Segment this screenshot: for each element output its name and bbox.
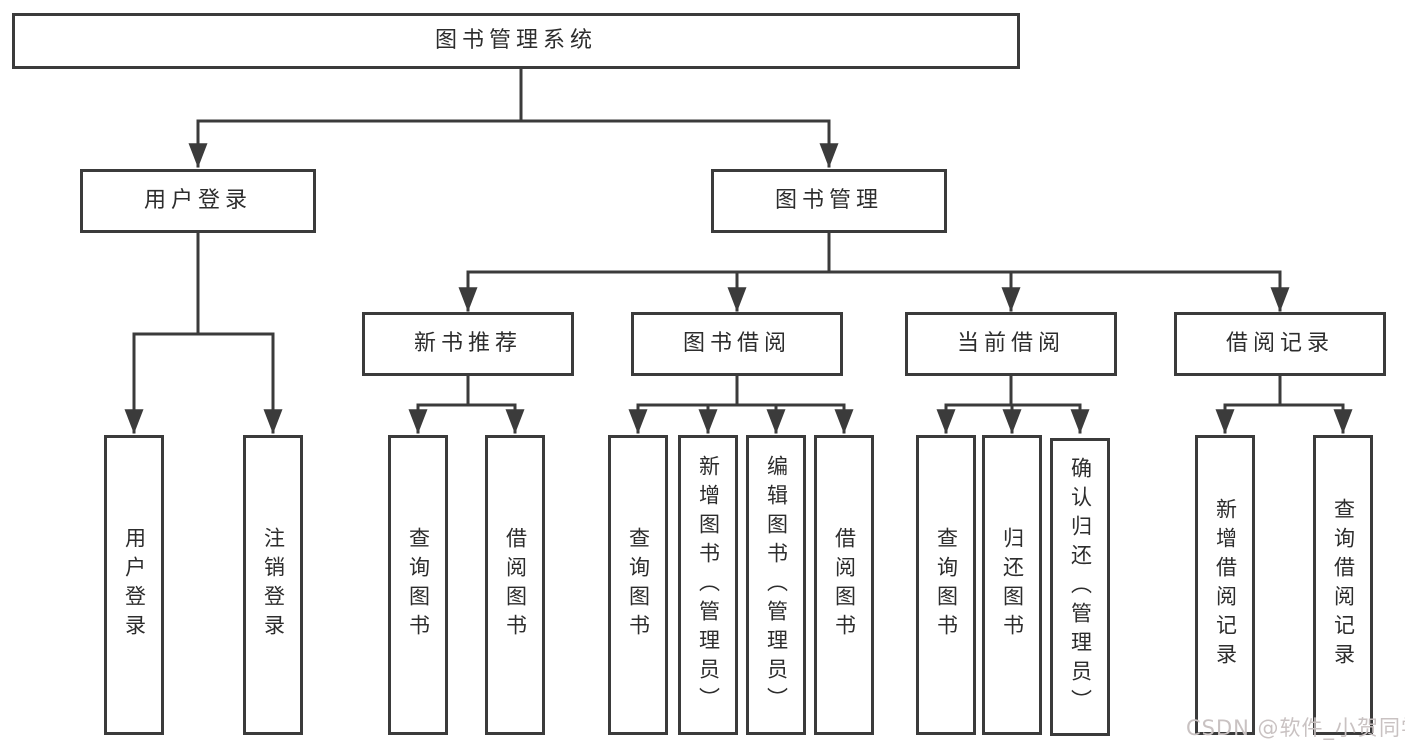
- leaf-query-books-recommend: 查询图书: [388, 435, 448, 735]
- node-book-management: 图书管理: [711, 169, 947, 233]
- leaf-return-books: 归还图书: [982, 435, 1042, 735]
- leaf-logout: 注销登录: [243, 435, 303, 735]
- leaf-query-books-borrow: 查询图书: [608, 435, 668, 735]
- leaf-borrow-books: 借阅图书: [814, 435, 874, 735]
- csdn-watermark: CSDN @软件_小贺同学: [1186, 716, 1405, 740]
- leaf-query-borrow-record: 查询借阅记录: [1313, 435, 1373, 735]
- leaf-borrow-books-recommend: 借阅图书: [485, 435, 545, 735]
- node-borrowing-records: 借阅记录: [1174, 312, 1386, 376]
- leaf-add-books-admin: 新增图书（管理员）: [678, 435, 738, 735]
- leaf-user-login: 用户登录: [104, 435, 164, 735]
- leaf-confirm-return-admin: 确认归还（管理员）: [1050, 438, 1110, 736]
- node-user-login: 用户登录: [80, 169, 316, 233]
- leaf-query-books-current: 查询图书: [916, 435, 976, 735]
- node-book-borrowing: 图书借阅: [631, 312, 843, 376]
- node-library-system: 图书管理系统: [12, 13, 1020, 69]
- node-current-borrowing: 当前借阅: [905, 312, 1117, 376]
- leaf-add-borrow-record: 新增借阅记录: [1195, 435, 1255, 735]
- node-new-book-recommendation: 新书推荐: [362, 312, 574, 376]
- leaf-edit-books-admin: 编辑图书（管理员）: [746, 435, 806, 735]
